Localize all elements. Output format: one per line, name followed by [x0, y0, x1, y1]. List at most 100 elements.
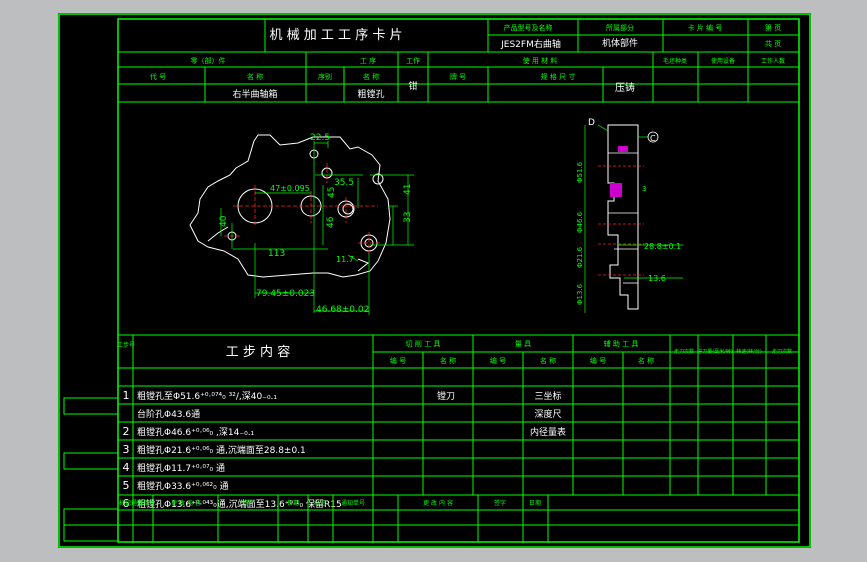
step-number: 1: [123, 389, 130, 402]
dim-phi-21-6: Φ21.6: [576, 246, 584, 268]
aux-tools-header: 辅 助 工 具: [604, 339, 639, 348]
step-tool: 镗刀: [437, 390, 455, 402]
footer-content-1: 更 改 内 容: [171, 499, 201, 507]
outer-border: [58, 13, 811, 548]
material-label: 使 用 材 料: [523, 56, 558, 65]
footer-date-1: 日期: [287, 499, 299, 507]
feed-amount-label: 进刀量(毫米/转): [697, 348, 733, 355]
dim-47: 47±0.095: [270, 184, 310, 193]
footer-content-2: 更 改 内 容: [423, 499, 453, 507]
dim-22-5: 22.5: [310, 133, 330, 143]
section-hatch-2: [618, 146, 628, 152]
step-number: 4: [123, 461, 130, 474]
dim-41: 41: [403, 184, 413, 195]
footer-change-no-1: 通知单号: [131, 499, 155, 507]
drawing-sheet: 机 械 加 工 工 序 卡 片 产品型号及名称 JES2FM右曲轴 所属部分 机…: [58, 13, 811, 548]
step-number: 6: [123, 497, 130, 510]
measuring-header: 量 具: [515, 340, 531, 348]
label-c: C: [650, 134, 656, 143]
footer-sign-1: 签字: [242, 499, 254, 507]
cut-times-label: 走刀次数: [772, 348, 792, 355]
step-no-label: 工步号: [117, 341, 135, 349]
step-content: 粗镗孔Φ11.7⁺⁰·⁰⁷₀ 通: [137, 462, 225, 474]
dim-phi-46-6: Φ46.6: [576, 211, 584, 233]
aux-code-label: 编 号: [590, 356, 606, 365]
dim-46: 46: [326, 216, 336, 228]
step-measure: 三坐标: [534, 390, 561, 402]
product-model-label: 产品型号及名称: [504, 23, 553, 32]
tool-name-label: 名 称: [440, 356, 456, 365]
speed-label: 转速(转/分): [736, 348, 762, 355]
step-number: 3: [123, 443, 130, 456]
content-header: 工 步 内 容: [226, 344, 290, 360]
step-content: 粗镗孔Φ46.6⁺⁰·⁰⁶₀ ,深14₋₀.₁: [137, 426, 255, 438]
dim-3: 3: [642, 185, 646, 193]
dim-28-8: 28.8±0.1: [644, 242, 681, 251]
inner-border: [117, 18, 800, 543]
header-grid: [118, 19, 799, 103]
card-title: 机 械 加 工 工 序 卡 片: [270, 28, 403, 43]
work-value: 钳: [408, 80, 417, 92]
step-content: 粗镗孔Φ21.6⁺⁰·⁰⁶₀ 通,沉端面至28.8±0.1: [137, 444, 306, 456]
work-label: 工作: [406, 56, 420, 65]
feed-times-label: 走刀次数: [674, 348, 694, 355]
step-measure: 内径量表: [530, 426, 566, 438]
measure-name-label: 名 称: [540, 356, 556, 365]
tool-code-label: 编 号: [390, 356, 406, 365]
dim-45: 45: [327, 187, 337, 198]
part-value: 右半曲轴箱: [232, 88, 277, 100]
seq-label: 序别: [318, 72, 332, 81]
section-hatch-1: [610, 183, 622, 197]
total-label: 共 页: [765, 39, 781, 48]
card-no-label: 卡 片 编 号: [688, 23, 723, 32]
blank-value: 压铸: [615, 81, 635, 94]
step-content: 粗镗孔至Φ51.6⁺⁰·⁰⁷⁴₀ ³²/,深40₋₀.₁: [137, 390, 277, 402]
name-label: 名 称: [247, 72, 263, 81]
dim-phi-51-6: Φ51.6: [576, 161, 584, 183]
dim-phi-13-6: Φ13.6: [576, 283, 584, 305]
dim-13-6: 13.6: [648, 274, 666, 283]
page-label: 第 页: [765, 23, 781, 32]
step-number: 2: [123, 425, 130, 438]
part-label: 零（部）件: [191, 56, 226, 65]
part-section-view: D C Φ51.6 Φ46.6 Φ21.6 Φ13.6 3 28.8±0.1 1…: [576, 118, 683, 313]
footer-date-2: 日期: [529, 499, 541, 507]
dim-46-68: 46.68±0.02: [316, 305, 369, 315]
dim-40: 40: [219, 215, 229, 227]
grade-label: 牌 号: [450, 72, 466, 81]
step-number: 5: [123, 479, 130, 492]
footer-sign-2: 签字: [494, 499, 506, 507]
revision-footer: 标记 通知单号 更 改 内 容 签字 日期 标记 通知单号 更 改 内 容 签字…: [119, 495, 549, 542]
dim-11-7: 11.7: [336, 255, 354, 264]
footer-mark-1: 标记: [119, 499, 131, 507]
process-value: 粗镗孔: [357, 88, 384, 100]
footer-change-no-2: 通知单号: [341, 499, 365, 507]
aux-name-label: 名 称: [638, 356, 654, 365]
label-d: D: [588, 118, 595, 128]
step-content: 粗镗孔Φ13.6⁺⁰·⁰⁴³₀通,沉端面至13.6⁺⁰·¹₀ 保留R15: [137, 498, 342, 510]
workers-label: 工作人数: [761, 57, 785, 65]
equip-label: 使用设备: [711, 57, 735, 65]
measure-code-label: 编 号: [490, 356, 506, 365]
step-content: 粗镗孔Φ33.6⁺⁰·⁰⁶²₀ 通: [137, 480, 229, 492]
step-content: 台阶孔Φ43.6通: [137, 408, 200, 420]
step-measure: 深度尺: [534, 408, 561, 420]
process-label: 工 序: [360, 56, 376, 65]
size-label: 规 格 尺 寸: [541, 72, 576, 81]
dim-79-45: 79.45±0.023: [256, 289, 315, 299]
step-rows: 1 粗镗孔至Φ51.6⁺⁰·⁰⁷⁴₀ ³²/,深40₋₀.₁ 镗刀 三坐标台阶孔Φ43…: [123, 389, 567, 510]
footer-mark-2: 标记: [314, 499, 326, 507]
part-name-label: 所属部分: [606, 23, 634, 32]
part-name-value: 机体部件: [602, 37, 638, 49]
dim-35-5: 35.5: [334, 178, 354, 188]
dim-113: 113: [268, 249, 285, 259]
proc-name-label: 名 称: [363, 72, 379, 81]
dim-33: 33: [403, 212, 413, 223]
product-model-value: JES2FM右曲轴: [500, 38, 561, 50]
cutting-tools-header: 切 削 工 具: [406, 339, 441, 348]
side-boxes: [63, 397, 119, 542]
blank-label: 毛坯种类: [663, 57, 687, 65]
steps-grid: [118, 335, 799, 526]
drawing-canvas: 机 械 加 工 工 序 卡 片 产品型号及名称 JES2FM右曲轴 所属部分 机…: [58, 13, 811, 548]
part-front-view: 22.5 35.5 41 47±0.095 45 46 40 113 33 11…: [189, 133, 414, 315]
